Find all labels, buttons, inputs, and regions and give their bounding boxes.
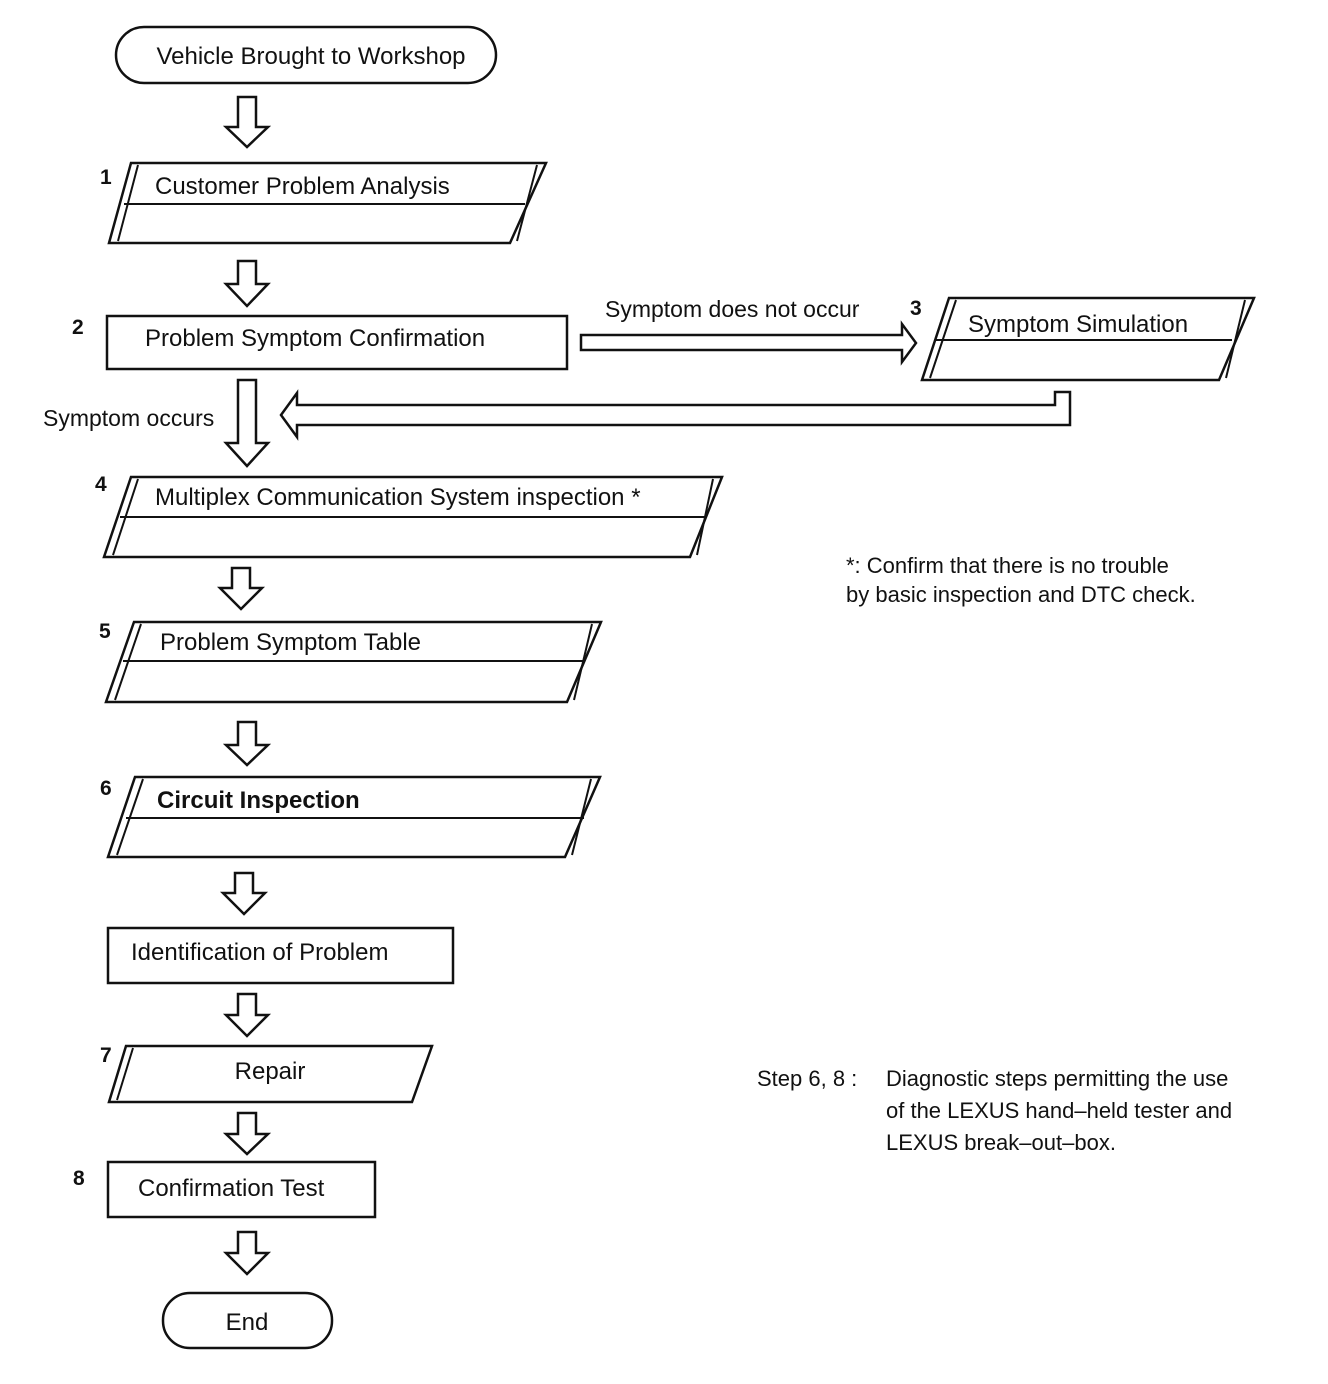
step-label: Symptom Simulation: [968, 311, 1188, 338]
start-node: Vehicle Brought to Workshop: [114, 25, 498, 85]
asterisk-note-line2: by basic inspection and DTC check.: [846, 582, 1196, 607]
step-number: 5: [99, 620, 111, 643]
step-label: Multiplex Communication System inspectio…: [155, 484, 641, 511]
down-arrow: [222, 1111, 272, 1156]
step-number: 3: [910, 297, 922, 320]
step-7-repair: 7 Repair: [100, 1044, 434, 1104]
right-arrow-symptom-does-not-occur: [579, 320, 918, 366]
step-5-problem-symptom-table: 5 Problem Symptom Table: [99, 620, 603, 704]
asterisk-note-line1: *: Confirm that there is no trouble: [846, 553, 1169, 578]
step-number: 1: [100, 166, 112, 189]
step-6-circuit-inspection: 6 Circuit Inspection: [100, 775, 602, 859]
step-label: Circuit Inspection: [157, 787, 360, 814]
step-label: Repair: [235, 1058, 306, 1085]
step-number: 2: [72, 316, 84, 339]
down-arrow: [222, 992, 272, 1038]
edge-label-does-not-occur: Symptom does not occur: [605, 296, 860, 322]
step-label: Identification of Problem: [131, 939, 388, 966]
step-4-multiplex-inspection: 4 Multiplex Communication System inspect…: [95, 473, 724, 559]
step-label: Customer Problem Analysis: [155, 173, 450, 200]
step-note-line1: Diagnostic steps permitting the use: [886, 1066, 1228, 1091]
down-arrow: [219, 871, 269, 916]
end-label: End: [226, 1309, 269, 1336]
step-label: Problem Symptom Table: [160, 629, 421, 656]
step-2-problem-symptom-confirmation: 2 Problem Symptom Confirmation: [72, 314, 569, 371]
edge-label-occurs: Symptom occurs: [43, 405, 214, 431]
step-number: 7: [100, 1044, 112, 1067]
step-label: Problem Symptom Confirmation: [145, 325, 485, 352]
step-label: Confirmation Test: [138, 1175, 325, 1202]
down-arrow: [222, 1230, 272, 1276]
step-number: 8: [73, 1167, 85, 1190]
step-3-symptom-simulation: 3 Symptom Simulation: [910, 296, 1256, 382]
step-number: 6: [100, 777, 112, 800]
down-arrow: [222, 720, 272, 767]
step-note-line3: LEXUS break–out–box.: [886, 1130, 1116, 1155]
step-note-prefix: Step 6, 8 :: [757, 1066, 857, 1091]
down-arrow: [223, 259, 271, 308]
end-node: End: [161, 1291, 334, 1350]
down-arrow: [222, 95, 272, 149]
down-arrow: [216, 566, 266, 611]
down-arrow-symptom-occurs: [223, 378, 271, 468]
return-arrow: [279, 389, 1072, 441]
identification-of-problem: Identification of Problem: [106, 926, 455, 985]
step-8-confirmation-test: 8 Confirmation Test: [73, 1160, 377, 1219]
step-number: 4: [95, 473, 107, 496]
step-1-customer-problem-analysis: 1 Customer Problem Analysis: [100, 161, 548, 245]
step-note-line2: of the LEXUS hand–held tester and: [886, 1098, 1232, 1123]
start-label: Vehicle Brought to Workshop: [156, 43, 465, 70]
